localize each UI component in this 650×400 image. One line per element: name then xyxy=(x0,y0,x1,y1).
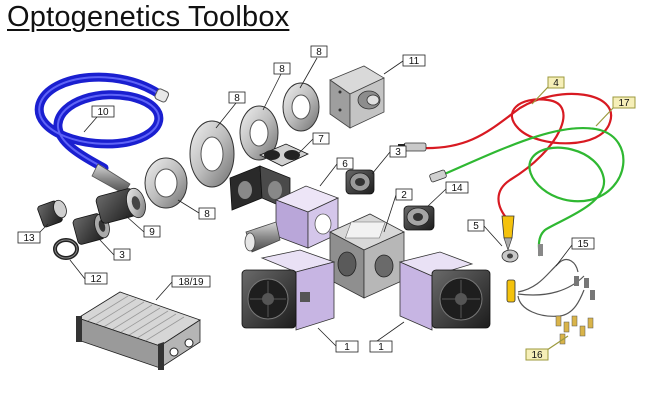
svg-text:3: 3 xyxy=(395,147,401,158)
callout-3-right: 3 xyxy=(389,145,407,158)
svg-text:10: 10 xyxy=(97,107,109,118)
svg-text:11: 11 xyxy=(409,56,420,67)
svg-text:5: 5 xyxy=(473,221,479,232)
svg-text:14: 14 xyxy=(451,183,463,194)
callout-11: 11 xyxy=(402,54,426,67)
callout-8-b: 8 xyxy=(273,62,291,75)
callout-2: 2 xyxy=(395,188,413,201)
svg-text:8: 8 xyxy=(316,47,322,58)
svg-text:6: 6 xyxy=(342,159,348,170)
lens-ring-8-a xyxy=(189,120,235,188)
callout-8-d: 8 xyxy=(198,207,216,220)
callout-3-left: 3 xyxy=(113,248,131,261)
svg-text:1: 1 xyxy=(378,342,384,353)
callout-17: 17 xyxy=(612,96,636,109)
callout-16: 16 xyxy=(525,348,549,361)
led-module-1-right xyxy=(398,251,491,331)
svg-text:8: 8 xyxy=(279,64,285,75)
svg-text:18/19: 18/19 xyxy=(178,277,203,288)
blue-fiber-cable xyxy=(34,72,170,195)
callout-1-left: 1 xyxy=(335,340,359,353)
callout-12: 12 xyxy=(84,272,108,285)
page-title: Optogenetics Toolbox xyxy=(7,1,290,33)
callout-boxes: 10 8 8 8 8 11 7 6 3 3 2 14 4 17 5 15 16 … xyxy=(17,45,636,361)
svg-text:2: 2 xyxy=(401,190,407,201)
led-module-1-left xyxy=(241,249,336,331)
callout-6: 6 xyxy=(336,157,354,170)
filter-cube-11 xyxy=(329,65,385,129)
svg-text:12: 12 xyxy=(90,274,102,285)
callout-15: 15 xyxy=(571,237,595,250)
callout-1-right: 1 xyxy=(369,340,393,353)
svg-text:1: 1 xyxy=(344,342,350,353)
fiber-cannula-5 xyxy=(501,249,519,263)
adapter-3-right xyxy=(345,169,375,195)
adapter-14 xyxy=(403,205,435,231)
collimator-small-13 xyxy=(37,199,67,228)
led-housing-6 xyxy=(244,185,340,253)
svg-text:7: 7 xyxy=(318,134,324,145)
callout-5: 5 xyxy=(467,219,485,232)
svg-text:16: 16 xyxy=(531,350,543,361)
retaining-ring-12 xyxy=(53,238,79,260)
callout-7: 7 xyxy=(312,132,330,145)
led-driver-box-18-19 xyxy=(76,291,201,370)
svg-text:15: 15 xyxy=(577,239,589,250)
svg-text:13: 13 xyxy=(23,233,35,244)
lens-ring-8-lower xyxy=(144,157,188,209)
callout-14: 14 xyxy=(445,181,469,194)
callout-10: 10 xyxy=(91,105,115,118)
svg-text:9: 9 xyxy=(149,227,155,238)
callout-4: 4 xyxy=(547,76,565,89)
lens-ring-8-c xyxy=(282,82,320,132)
callout-8-c: 8 xyxy=(310,45,328,58)
callout-13: 13 xyxy=(17,231,41,244)
callout-9: 9 xyxy=(143,225,161,238)
fiber-coupler-9 xyxy=(95,187,146,224)
callout-8-a: 8 xyxy=(228,91,246,104)
svg-text:4: 4 xyxy=(553,78,559,89)
branching-patch-cord-15 xyxy=(506,259,595,317)
svg-text:8: 8 xyxy=(204,209,210,220)
green-fiber-cable xyxy=(429,126,625,257)
svg-text:17: 17 xyxy=(618,98,630,109)
svg-text:8: 8 xyxy=(234,93,240,104)
lens-ring-8-b xyxy=(239,105,279,161)
svg-text:3: 3 xyxy=(119,250,125,261)
callout-18-19: 18/19 xyxy=(171,275,211,288)
central-cube-2 xyxy=(329,213,405,299)
